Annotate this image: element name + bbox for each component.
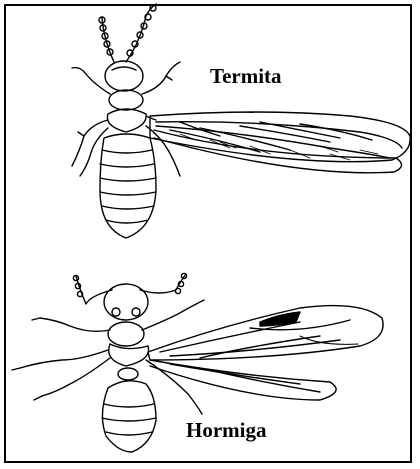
termite-pronotum [109, 90, 143, 110]
ant-thorax [108, 322, 144, 346]
ant-antennae [73, 273, 186, 304]
ant-gaster [102, 381, 156, 452]
termite-drawing [72, 4, 410, 238]
termite-wing [150, 112, 410, 173]
ant-petiole [118, 368, 138, 380]
ant-head [104, 284, 148, 320]
termite-thorax [107, 109, 146, 132]
termite-legs [72, 62, 180, 176]
termite-head [105, 61, 143, 91]
termite-antennae [99, 4, 156, 62]
termite-label: Termita [210, 64, 282, 89]
ant-wings [148, 306, 383, 400]
termite-abdomen [100, 134, 156, 238]
ant-label: Hormiga [186, 418, 266, 443]
ant-legs [12, 300, 204, 414]
